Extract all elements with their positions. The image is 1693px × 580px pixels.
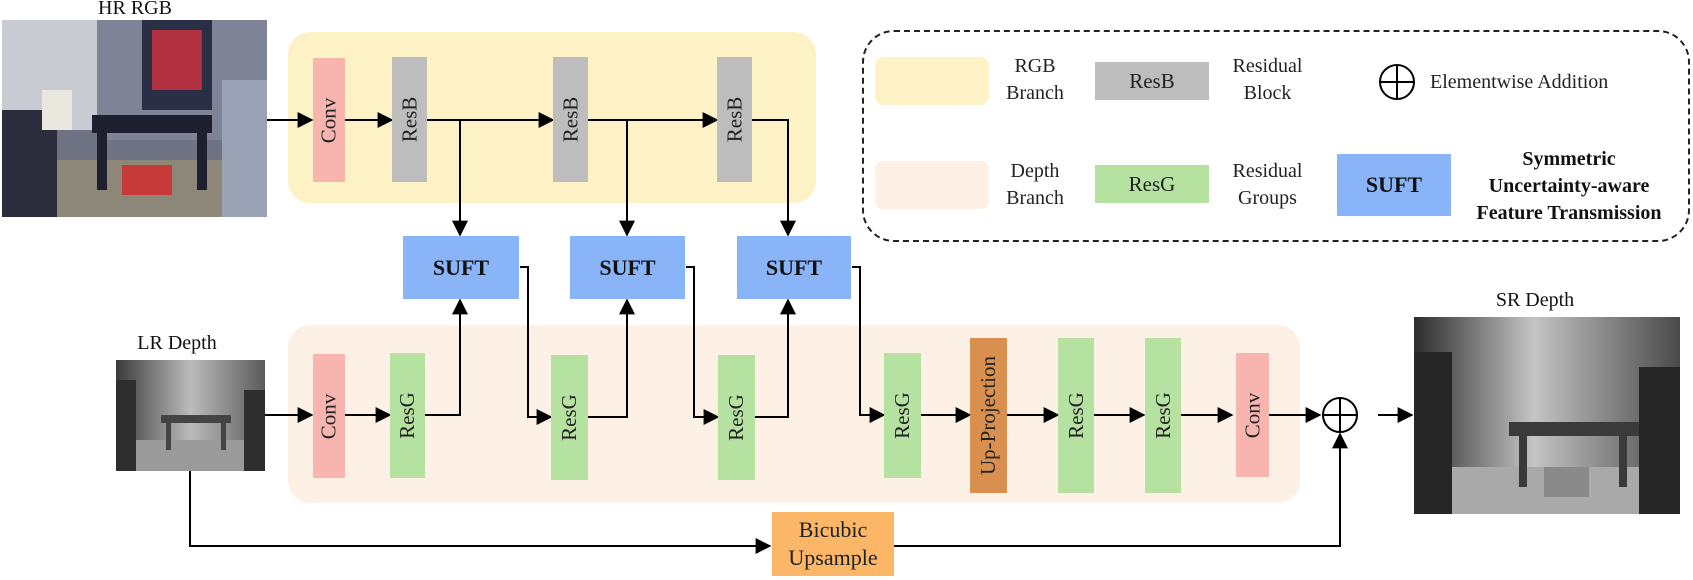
legend-suft-swatch: SUFT — [1337, 154, 1451, 216]
resb-block-1: ResB — [392, 57, 427, 182]
legend-rgb-branch-text: RGB Branch — [990, 53, 1080, 107]
legend-suft-line-1: Symmetric — [1522, 148, 1616, 170]
legend-suft-line-3: Feature Transmission — [1476, 202, 1662, 224]
suft-block-2: SUFT — [570, 236, 685, 299]
hr-rgb-image — [2, 20, 267, 217]
legend-addition-text: Elementwise Addition — [1430, 71, 1609, 93]
legend-suft-text: Symmetric Uncertainty-aware Feature Tran… — [1455, 146, 1683, 227]
legend-resb-line-2: Block — [1243, 82, 1292, 104]
resb-label-2: ResB — [558, 96, 583, 143]
resg-label-4: ResG — [890, 392, 915, 439]
legend-depth-branch-text: Depth Branch — [990, 158, 1080, 212]
resg-label-2: ResG — [557, 394, 582, 441]
resg-block-3: ResG — [718, 355, 755, 480]
resg-block-1: ResG — [390, 353, 425, 478]
legend-box — [862, 30, 1690, 242]
depth-conv-block: Conv — [313, 354, 345, 478]
rgb-conv-label: Conv — [316, 97, 341, 143]
hr-rgb-label: HR RGB — [98, 0, 172, 19]
depth-conv-label: Conv — [316, 393, 341, 439]
sr-depth-label: SR Depth — [1495, 289, 1575, 311]
legend-rgb-line-2: Branch — [1006, 82, 1064, 104]
up-projection-block: Up-Projection — [970, 338, 1007, 493]
resb-block-2: ResB — [553, 57, 588, 182]
sr-depth-image — [1414, 317, 1680, 514]
legend-rgb-branch-swatch — [875, 57, 989, 105]
up-projection-label: Up-Projection — [976, 356, 1001, 475]
resg-block-6: ResG — [1145, 338, 1181, 493]
bicubic-line-1: Bicubic — [798, 517, 868, 542]
lr-depth-label: LR Depth — [137, 332, 217, 354]
legend-depth-branch-swatch — [875, 161, 989, 209]
resg-block-2: ResG — [551, 355, 588, 480]
resg-label-5: ResG — [1063, 392, 1088, 439]
lr-depth-image — [116, 360, 265, 471]
bicubic-upsample-block: Bicubic Upsample — [772, 512, 894, 576]
output-conv-block: Conv — [1236, 353, 1269, 477]
legend-rgb-line-1: RGB — [1014, 55, 1056, 77]
resb-label-3: ResB — [722, 96, 747, 143]
legend-resg-line-1: Residual — [1232, 160, 1303, 182]
rgb-conv-block: Conv — [313, 58, 345, 182]
resg-label-3: ResG — [724, 394, 749, 441]
resg-block-5: ResG — [1058, 338, 1094, 493]
suft-block-1: SUFT — [403, 236, 519, 299]
legend-resg-swatch: ResG — [1095, 165, 1209, 203]
resg-label-6: ResG — [1150, 392, 1175, 439]
suft-block-3: SUFT — [737, 236, 851, 299]
resb-label-1: ResB — [397, 96, 422, 143]
legend-resb-line-1: Residual — [1232, 55, 1303, 77]
legend-depth-line-2: Branch — [1006, 187, 1064, 209]
bicubic-line-2: Upsample — [788, 545, 878, 570]
legend-addition-icon — [1379, 64, 1415, 100]
legend-suft-line-2: Uncertainty-aware — [1488, 175, 1650, 197]
legend-depth-line-1: Depth — [1010, 160, 1060, 182]
resb-block-3: ResB — [717, 57, 752, 182]
legend-resg-text: Residual Groups — [1210, 158, 1325, 212]
resg-block-4: ResG — [884, 353, 921, 478]
resg-label-1: ResG — [395, 392, 420, 439]
output-conv-label: Conv — [1240, 392, 1265, 438]
legend-resb-swatch: ResB — [1095, 62, 1209, 100]
legend-resg-line-2: Groups — [1238, 187, 1297, 209]
legend-resb-text: Residual Block — [1210, 53, 1325, 107]
elementwise-addition-node — [1322, 397, 1358, 433]
